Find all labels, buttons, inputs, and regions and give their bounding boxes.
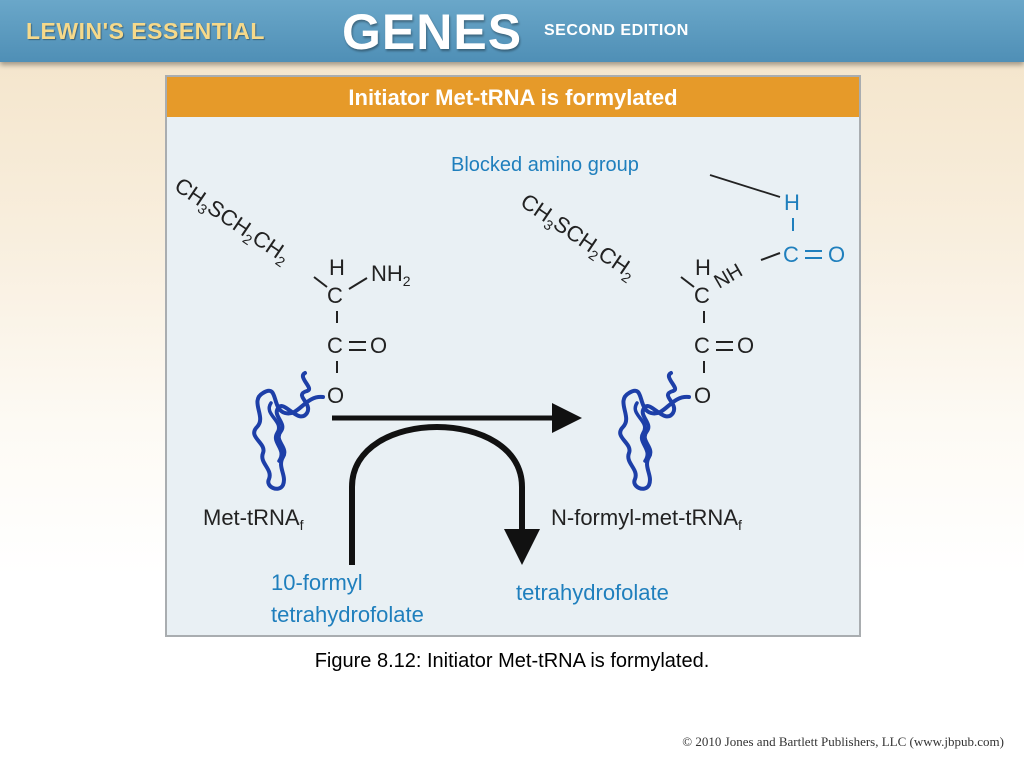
reaction-diagram: CH3SCH2CH2 H C NH2 C O O Met-tRNAf Block… <box>169 154 846 627</box>
left-amino: NH2 <box>371 261 411 289</box>
right-label: N-formyl-met-tRNAf <box>551 505 742 533</box>
left-side-chain: CH3SCH2CH2 <box>169 172 295 270</box>
right-side-chain: CH3SCH2CH2 <box>515 188 641 286</box>
left-ester-o: O <box>327 383 344 408</box>
right-carbonyl-o: O <box>737 333 754 358</box>
figure-title: Initiator Met-tRNA is formylated <box>348 85 678 110</box>
right-bond-sidechain <box>680 276 695 288</box>
right-molecule: Blocked amino group H C O NH CH3SCH2CH2 … <box>451 154 845 533</box>
left-bond-sidechain <box>313 276 328 288</box>
formyl-c: C <box>783 242 799 267</box>
left-c-alpha: C <box>327 283 343 308</box>
left-trna-loop <box>267 401 283 463</box>
right-c-alpha: C <box>694 283 710 308</box>
right-nh: NH <box>711 260 747 293</box>
right-h: H <box>695 255 711 280</box>
left-label: Met-tRNAf <box>203 505 304 533</box>
brand-edition: SECOND EDITION <box>544 22 689 39</box>
nh-to-formyl-bond <box>760 252 781 261</box>
left-molecule: CH3SCH2CH2 H C NH2 C O O Met-tRNAf <box>169 172 411 533</box>
blocked-amino-label: Blocked amino group <box>451 154 639 176</box>
product-label: tetrahydrofolate <box>516 580 669 605</box>
left-bond-amino <box>348 277 368 290</box>
reactant-line2: tetrahydrofolate <box>271 602 424 627</box>
left-carbonyl-c: C <box>327 333 343 358</box>
left-h: H <box>329 255 345 280</box>
figure-panel: Initiator Met-tRNA is formylated CH3SCH2… <box>165 75 861 637</box>
blocked-amino-pointer <box>709 174 781 198</box>
left-trna-shape <box>252 371 325 491</box>
right-carbonyl-c: C <box>694 333 710 358</box>
formyl-transfer-arrow <box>349 424 540 565</box>
left-carbonyl-o: O <box>370 333 387 358</box>
right-trna-loop <box>633 401 649 463</box>
figure-caption: Figure 8.12: Initiator Met-tRNA is formy… <box>314 650 710 672</box>
formyl-o: O <box>828 242 845 267</box>
reactant-line1: 10-formyl <box>271 570 363 595</box>
right-ester-o: O <box>694 383 711 408</box>
figure-title-bar: Initiator Met-tRNA is formylated <box>167 77 859 117</box>
right-trna-shape <box>618 371 691 491</box>
brand-title-left: LEWIN'S ESSENTIAL <box>26 18 265 44</box>
copyright-notice: © 2010 Jones and Bartlett Publishers, LL… <box>682 734 1004 749</box>
formyl-h: H <box>784 190 800 215</box>
slide-header: LEWIN'S ESSENTIAL GENES SECOND EDITION <box>0 0 1024 62</box>
brand-title-main: GENES <box>342 4 523 60</box>
